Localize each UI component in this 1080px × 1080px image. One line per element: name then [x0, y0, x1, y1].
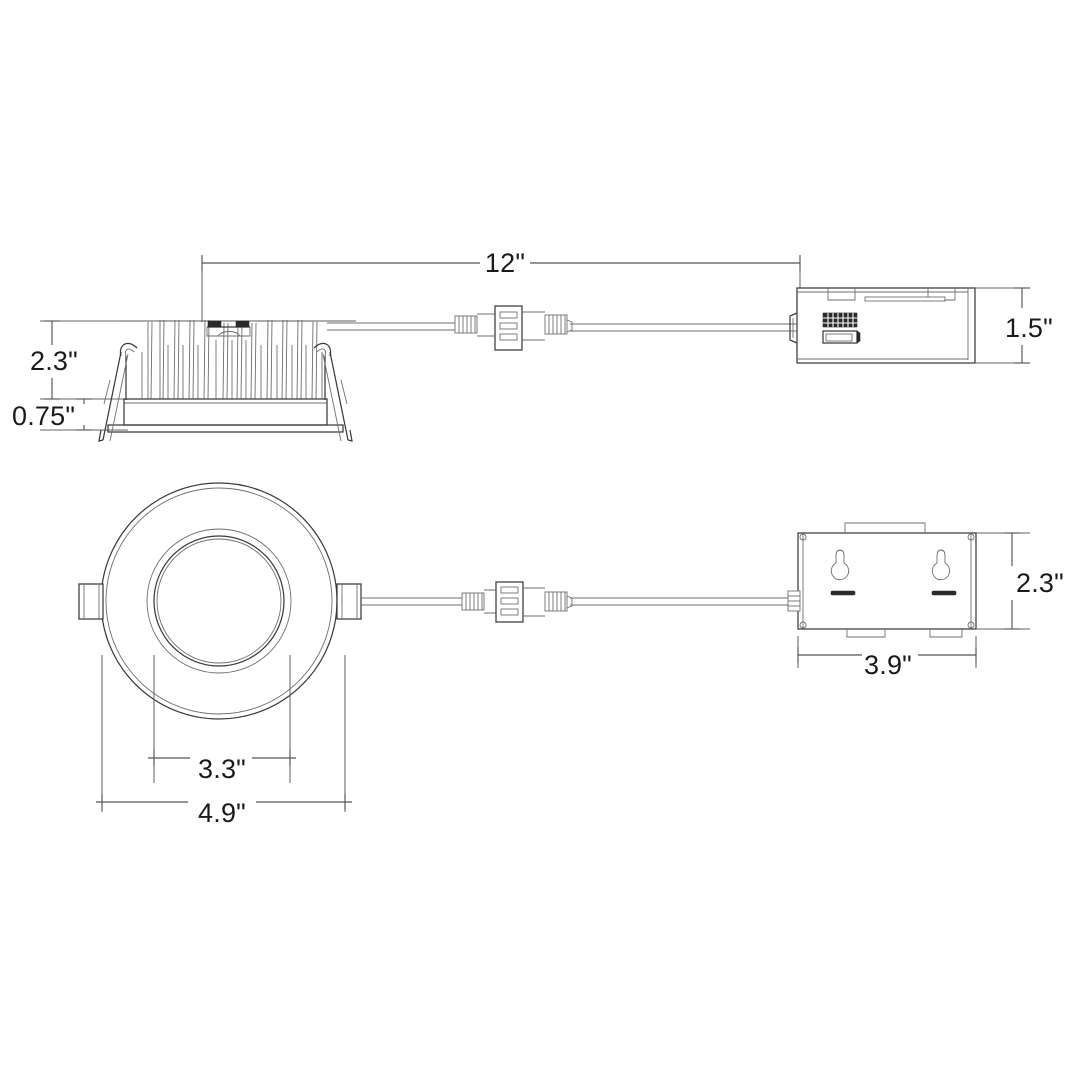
- dimension-trim-diameter: 4.9": [96, 655, 352, 828]
- connector-taper-right-plan: [566, 595, 573, 609]
- trim-flange-rect: [107, 424, 344, 433]
- junction-box-plan: 2.3" 3.9": [787, 522, 1064, 680]
- keyhole-slot-left: [830, 549, 856, 596]
- dimension-label-junction-box-depth: 1.5": [1005, 313, 1053, 343]
- clip-right-arm-tip: [347, 429, 353, 442]
- clip-right-hook-inner: [316, 348, 326, 357]
- keyhole-shape-right: [931, 549, 951, 581]
- connector-slot-1: [499, 311, 518, 319]
- connector-thread-right: [544, 314, 568, 335]
- clip-left-arm-inner: [109, 353, 129, 442]
- connector-slot-3: [499, 333, 518, 341]
- connector-slot-2: [499, 322, 518, 330]
- dimension-label-trim-depth: 0.75": [12, 401, 75, 431]
- dimension-label-cable-length: 12": [485, 248, 525, 278]
- keyhole-slot-right: [931, 549, 957, 596]
- jbox-top-bracket: [844, 522, 926, 533]
- dimension-junction-box-length: 3.9": [797, 636, 977, 680]
- clip-right-arm-detail: [340, 379, 348, 405]
- quick-connector-plan: [461, 581, 573, 623]
- keyhole-slot-bar-right: [931, 590, 957, 596]
- jbox-corner-screw-tl: [799, 533, 807, 541]
- thread-body-left-plan: [461, 592, 485, 611]
- connector-slot-1-plan: [500, 586, 519, 594]
- dimension-trim-depth: 0.75": [12, 398, 128, 431]
- connector-slot-3-plan: [500, 608, 519, 616]
- trim-circles: [100, 482, 338, 720]
- dimension-label-junction-box-height: 2.3": [1016, 568, 1064, 598]
- connector-thread-left-plan: [461, 592, 485, 611]
- connector-taper-right: [566, 319, 573, 333]
- jbox-corner-screw-tr: [967, 533, 975, 541]
- clip-left-hook-inner: [125, 348, 135, 357]
- dimension-label-junction-box-length: 3.9": [864, 650, 912, 680]
- thread-body-left: [454, 315, 478, 334]
- connector-thread-right-plan: [544, 591, 568, 612]
- thread-body-right-plan: [544, 591, 568, 612]
- bottom-plan-view: 2.3" 3.9" 3.3": [78, 482, 1064, 828]
- junction-box-plan-body: [797, 532, 977, 630]
- dimension-label-trim-diameter: 4.9": [198, 798, 246, 828]
- jbox-corner-screw-br: [967, 621, 975, 629]
- cable-gland-plan: [787, 590, 801, 612]
- connector-barrel-right: [522, 311, 545, 341]
- fixture-side-assembly: [98, 319, 356, 442]
- outer-trim-ring-inner: [105, 487, 333, 715]
- gland-body-side: [789, 312, 798, 344]
- cable-gland-side: [789, 312, 798, 344]
- housing-body: [123, 398, 328, 426]
- inner-reflector-ring-inner: [153, 535, 285, 667]
- clip-right-arm-outer: [329, 351, 349, 441]
- label-plate-edge: [856, 330, 861, 344]
- junction-box-side: 1.5": [789, 287, 1053, 364]
- keyhole-shape-left: [830, 549, 850, 581]
- jbox-corner-screw-bl: [799, 621, 807, 629]
- label-plate-inner: [825, 333, 853, 342]
- jbox-seam-line: [864, 296, 946, 302]
- inner-reflector-ring-outer: [146, 528, 292, 674]
- dimension-cable-length: 12": [201, 248, 801, 322]
- dimension-label-aperture-diameter: 3.3": [198, 754, 246, 784]
- clip-left-arm-tip: [98, 429, 104, 442]
- connector-thread-left: [454, 315, 478, 334]
- thread-body-right: [544, 314, 568, 335]
- boss-pad-left: [207, 320, 222, 328]
- side-tab-left: [78, 583, 104, 620]
- driver-cable-side: [327, 322, 800, 332]
- clip-left-arm-detail: [103, 379, 111, 405]
- connector-barrel-left-plan: [484, 589, 496, 614]
- lens-aperture: [156, 538, 282, 664]
- boss-pad-right: [235, 320, 250, 328]
- side-elevation-view: 12" 2.3" 0.75": [12, 248, 1053, 442]
- trim-flange: [107, 424, 344, 433]
- side-tab-right: [336, 583, 362, 620]
- spring-clip-left: [98, 342, 138, 442]
- dimension-junction-box-height: 2.3": [976, 532, 1064, 630]
- outer-trim-ring-outer: [100, 482, 338, 720]
- label-plate: [822, 330, 861, 344]
- dimension-label-housing-height: 2.3": [30, 346, 78, 376]
- heat-sink-fins: [141, 319, 323, 401]
- center-mount-boss: [206, 320, 251, 337]
- clip-right-arm-inner: [322, 353, 342, 442]
- vent-grid-icon: [822, 312, 858, 328]
- connector-slot-2-plan: [500, 597, 519, 605]
- connector-body: [494, 305, 523, 351]
- jbox-bottom-tab-right: [929, 629, 963, 638]
- clip-left-arm-outer: [102, 351, 122, 441]
- connector-barrel-left: [477, 313, 495, 337]
- connector-barrel-right-plan: [523, 587, 545, 617]
- dimension-junction-box-depth: 1.5": [975, 287, 1053, 364]
- connector-body-plan: [495, 581, 524, 623]
- driver-cable-plan: [361, 597, 790, 606]
- spring-clip-right: [313, 342, 353, 442]
- jbox-tab-left: [827, 288, 856, 301]
- quick-connector-side: [454, 305, 573, 351]
- dimension-aperture-diameter: 3.3": [148, 655, 296, 784]
- keyhole-slot-bar-left: [830, 590, 856, 596]
- jbox-bottom-tab-left: [846, 629, 886, 638]
